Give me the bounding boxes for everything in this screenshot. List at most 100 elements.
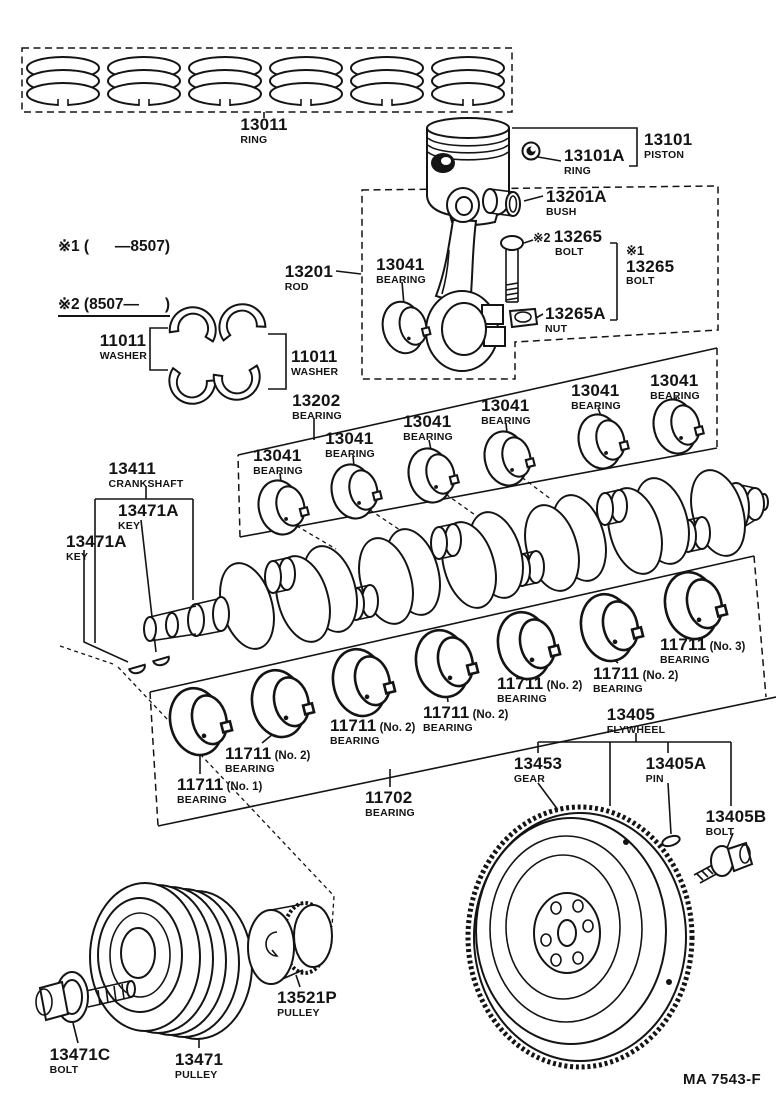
part-number-line: 13471A	[66, 532, 127, 551]
part-desc: PISTON	[644, 148, 685, 161]
part-number: 11711	[330, 716, 377, 735]
part-desc: KEY	[118, 519, 141, 532]
part-number: 13471A	[66, 532, 127, 551]
part-desc: BEARING	[330, 734, 380, 747]
part-desc: BEARING	[225, 762, 275, 775]
part-qualifier: (No. 3)	[706, 641, 746, 653]
part-number-line: 13265A	[545, 304, 606, 323]
part-number: 13453	[513, 754, 563, 773]
part-qualifier: (No. 1)	[223, 781, 263, 793]
part-qualifier: (No. 2)	[639, 670, 679, 682]
part-number-line: 11711 (No. 3)	[660, 635, 746, 654]
grouping-boxes	[21, 47, 776, 928]
part-desc: BEARING	[481, 414, 531, 427]
flywheel-bolt-drawing	[693, 841, 754, 884]
part-desc: BUSH	[546, 205, 577, 218]
part-desc: BEARING	[403, 430, 453, 443]
part-number: 13471	[174, 1050, 224, 1069]
figure-code: MA 7543-F	[683, 1071, 762, 1088]
part-label-main-bearing-no2-a: 11711 (No. 2)BEARING	[225, 745, 310, 775]
part-number-line: 13202	[292, 392, 340, 410]
part-number: 13041	[571, 381, 620, 400]
part-number: 13041	[325, 429, 374, 448]
part-qualifier: (No. 2)	[469, 709, 509, 721]
part-number-line: 13405B	[706, 808, 767, 826]
part-number-line: 13041	[376, 255, 425, 274]
part-desc: BEARING	[593, 682, 643, 695]
part-number-line: 13041	[481, 397, 529, 415]
part-desc: BEARING	[571, 399, 621, 412]
part-number: 13265	[553, 227, 603, 246]
part-desc: BEARING	[325, 447, 375, 460]
part-number-line: 13453	[513, 754, 563, 773]
part-desc: RING	[240, 133, 268, 146]
part-label-main-bearing-no2-c: 11711 (No. 2)BEARING	[423, 704, 508, 734]
part-desc: BOLT	[705, 825, 735, 838]
part-desc: BOLT	[49, 1063, 79, 1076]
part-number: 13265A	[545, 304, 606, 323]
part-desc: GEAR	[513, 772, 545, 785]
part-number: 13041	[376, 255, 425, 274]
flywheel-drawing	[465, 804, 695, 1070]
part-label-main-bearing-no2-b: 11711 (No. 2)BEARING	[330, 717, 415, 747]
snap-ring-drawing	[521, 141, 541, 161]
woodruff-keys	[128, 655, 170, 675]
part-label-main-bearing-no2-d: 11711 (No. 2)BEARING	[497, 675, 582, 705]
part-desc: BEARING	[650, 389, 700, 402]
part-number-line: 11711 (No. 2)	[225, 745, 311, 763]
part-number: 11011	[291, 347, 338, 366]
part-number-line: 13405A	[646, 755, 707, 773]
connecting-rod-drawing	[376, 187, 539, 372]
spec-notes: ※1 ( —8507) ※2 (8507— )	[58, 198, 171, 337]
dowel-pin-drawing	[661, 834, 681, 848]
part-number: 13041	[403, 412, 452, 431]
spec-mark: ※1	[626, 243, 645, 258]
part-number-line: 13411	[109, 460, 156, 478]
part-desc: FLYWHEEL	[606, 723, 666, 736]
part-number: 13265	[626, 256, 675, 276]
part-number-line: 13201A	[546, 188, 607, 206]
pulley-bolt-drawing	[35, 971, 136, 1023]
part-desc: RING	[564, 164, 592, 177]
part-number-line: 11711 (No. 2)	[497, 675, 583, 693]
part-number-line: 13471	[174, 1050, 224, 1069]
part-number-line: 13521P	[277, 989, 337, 1007]
part-desc: BEARING	[365, 806, 415, 819]
part-number-line: 11711 (No. 1)	[177, 775, 263, 794]
part-desc: BEARING	[253, 464, 303, 477]
part-label-main-bearing-no2-e: 11711 (No. 2)BEARING	[593, 665, 678, 695]
part-number-line: 13011	[240, 116, 287, 134]
part-number-line: 13041	[325, 429, 374, 448]
part-number: 11711	[660, 635, 707, 654]
part-qualifier: (No. 2)	[271, 750, 311, 762]
part-number-line: 13041	[253, 447, 301, 465]
part-number: 13041	[650, 371, 699, 390]
part-desc: WASHER	[99, 349, 147, 362]
part-desc: BEARING	[423, 721, 473, 734]
part-number: 11711	[593, 664, 640, 683]
spec-mark: ※2	[533, 231, 554, 245]
part-number: 11711	[177, 775, 224, 794]
part-number-line: 11711 (No. 2)	[593, 664, 679, 683]
part-desc: PULLEY	[277, 1006, 320, 1019]
part-qualifier: (No. 2)	[543, 680, 583, 692]
part-number-line: 13101	[644, 131, 692, 149]
part-desc: BEARING	[660, 653, 710, 666]
